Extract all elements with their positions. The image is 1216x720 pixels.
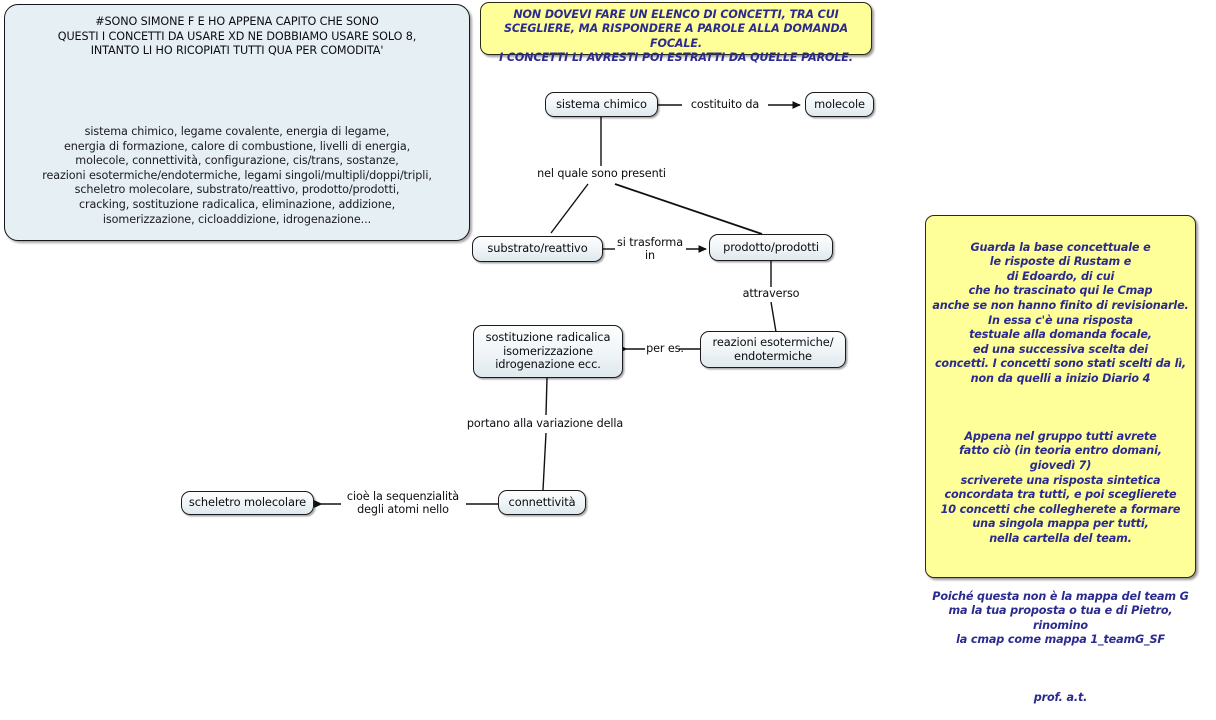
side-note-paragraph-3: Poiché questa non è la mappa del team G … xyxy=(932,589,1189,647)
link-label-si-trasforma-in[interactable]: si trasforma in xyxy=(617,236,683,263)
node-connettivita[interactable]: connettività xyxy=(498,490,586,515)
connector-label-portano-to-connettivita xyxy=(542,432,547,491)
side-note-spacer-3 xyxy=(932,663,1189,677)
connector-label-attraverso-to-reazioni xyxy=(770,301,777,333)
node-substrato-reattivo[interactable]: substrato/reattivo xyxy=(472,236,603,262)
connector-label-nelquale-to-prodotto xyxy=(614,183,763,235)
concepts-panel-title: #SONO SIMONE F E HO APPENA CAPITO CHE SO… xyxy=(57,15,417,57)
node-molecole[interactable]: molecole xyxy=(805,92,874,117)
side-note-spacer-2 xyxy=(932,561,1189,575)
connector-label-nelquale-to-substrato xyxy=(550,183,589,234)
node-reazioni-esotermiche-endotermiche[interactable]: reazioni esotermiche/ endotermiche xyxy=(700,331,846,368)
top-yellow-note: NON DOVEVI FARE UN ELENCO DI CONCETTI, T… xyxy=(480,2,872,64)
side-note-paragraph-1: Guarda la base concettuale e le risposte… xyxy=(932,240,1189,385)
side-note-signature: prof. a.t. xyxy=(1033,691,1088,705)
side-note-spacer-1 xyxy=(932,401,1189,415)
node-prodotto-prodotti[interactable]: prodotto/prodotti xyxy=(709,234,833,261)
node-sostituzione-radicalica[interactable]: sostituzione radicalica isomerizzazione … xyxy=(473,325,623,378)
link-label-per-es[interactable]: per es. xyxy=(646,342,684,355)
concepts-panel-body: sistema chimico, legame covalente, energ… xyxy=(42,125,432,226)
link-label-portano-alla-variazione-della[interactable]: portano alla variazione della xyxy=(466,417,624,430)
side-note-paragraph-2: Appena nel gruppo tutti avrete fatto ciò… xyxy=(940,429,1181,545)
connector-sostituzione-to-label-portano xyxy=(545,377,548,416)
link-label-cioe-la-sequenzialita[interactable]: cioè la sequenzialità degli atomi nello xyxy=(346,490,460,517)
concepts-panel: #SONO SIMONE F E HO APPENA CAPITO CHE SO… xyxy=(4,4,470,241)
link-label-costituito-da[interactable]: costituito da xyxy=(690,98,760,111)
link-label-attraverso[interactable]: attraverso xyxy=(742,287,800,300)
link-label-nel-quale-sono-presenti[interactable]: nel quale sono presenti xyxy=(537,167,666,180)
node-scheletro-molecolare[interactable]: scheletro molecolare xyxy=(181,491,314,515)
side-yellow-note: Guarda la base concettuale e le risposte… xyxy=(925,215,1196,704)
node-sistema-chimico[interactable]: sistema chimico xyxy=(545,92,658,117)
